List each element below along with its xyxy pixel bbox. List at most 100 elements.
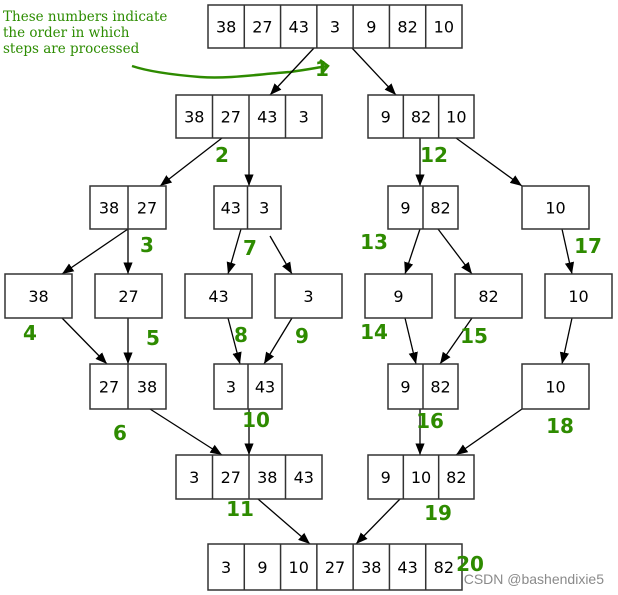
array-box-border (207, 543, 463, 591)
array-cell-value: 38 (184, 108, 204, 127)
array-cell-value: 9 (400, 378, 410, 397)
array-cell-value: 3 (299, 108, 309, 127)
array-box-border (207, 4, 463, 49)
array-cell-value: 27 (118, 287, 138, 306)
annotation-note: These numbers indicate the order in whic… (3, 9, 167, 57)
array-cell-value: 3 (259, 199, 269, 218)
array-box-n4: 43 3 (213, 185, 282, 230)
array-cell-value: 10 (545, 378, 565, 397)
array-box-border (367, 454, 475, 500)
array-box-border (544, 273, 613, 319)
array-cell-value: 43 (257, 108, 277, 127)
array-cell-value: 27 (137, 199, 157, 218)
arrow (439, 317, 473, 365)
arrow (61, 317, 108, 365)
array-box-n7: 38 (4, 273, 73, 319)
array-cell-value: 27 (99, 378, 119, 397)
array-cell-value: 10 (545, 199, 565, 218)
array-cell-value: 3 (226, 378, 236, 397)
arrow (404, 228, 421, 275)
array-cell-value: 9 (381, 468, 391, 487)
step-number-5: 5 (146, 326, 160, 350)
array-cell-value: 43 (255, 378, 275, 397)
array-box-n11: 9 (364, 273, 433, 319)
array-box-n10: 3 (274, 273, 343, 319)
step-number-9: 9 (295, 324, 309, 348)
step-number-8: 8 (234, 323, 248, 347)
array-box-n8: 27 (94, 273, 163, 319)
array-box-n15: 3 43 (213, 363, 283, 410)
array-box-n12: 82 (454, 273, 523, 319)
arrow (226, 228, 242, 275)
step-number-11: 11 (226, 497, 254, 521)
array-box-n14: 27 38 (89, 363, 167, 410)
arrow (351, 47, 397, 96)
step-number-17: 17 (574, 234, 602, 258)
step-number-15: 15 (460, 324, 488, 348)
array-box-border (184, 273, 253, 319)
array-cell-value: 3 (330, 18, 340, 37)
array-cell-value: 3 (303, 287, 313, 306)
step-number-19: 19 (424, 501, 452, 525)
array-cell-value: 9 (381, 108, 391, 127)
array-box-border (454, 273, 523, 319)
array-cell-value: 10 (411, 468, 431, 487)
array-cell-value: 38 (216, 18, 236, 37)
arrow (269, 235, 293, 275)
array-cell-value: 10 (289, 558, 309, 577)
array-cell-value: 27 (325, 558, 345, 577)
array-cell-value: 82 (478, 287, 498, 306)
watermark: CSDN @bashendixie5 (463, 571, 604, 587)
array-cell-value: 38 (28, 287, 48, 306)
array-cell-value: 43 (289, 18, 309, 37)
array-box-n13: 10 (544, 273, 613, 319)
arrow (149, 408, 223, 456)
array-box-n6: 10 (521, 185, 590, 230)
step-number-1: 1 (315, 57, 329, 81)
arrow (455, 408, 523, 456)
array-box-border (94, 273, 163, 319)
arrow (159, 137, 223, 187)
array-box-border (274, 273, 343, 319)
step-number-20: 20 (456, 552, 484, 576)
array-cell-value: 43 (397, 558, 417, 577)
step-number-14: 14 (360, 320, 388, 344)
array-cell-value: 38 (137, 378, 157, 397)
array-cell-value: 9 (393, 287, 403, 306)
array-cell-value: 27 (252, 18, 272, 37)
arrow (263, 317, 293, 365)
array-box-n9: 43 (184, 273, 253, 319)
arrow (61, 228, 129, 275)
arrow (227, 317, 242, 365)
array-cell-value: 3 (221, 558, 231, 577)
array-cell-value: 3 (189, 468, 199, 487)
arrow (455, 137, 523, 187)
annotation-line-2: the order in which (3, 25, 130, 41)
array-cell-value: 82 (434, 558, 454, 577)
array-box-border (364, 273, 433, 319)
arrow (561, 228, 575, 275)
array-box-border (521, 363, 590, 410)
array-box-border (4, 273, 73, 319)
step-number-18: 18 (546, 414, 574, 438)
array-cell-value: 82 (430, 199, 450, 218)
array-cell-value: 43 (221, 199, 241, 218)
arrow (437, 228, 473, 275)
annotation-line-3: steps are processed (3, 41, 140, 57)
array-cell-value: 82 (446, 468, 466, 487)
arrow (559, 317, 573, 365)
arrow (404, 317, 418, 365)
arrow (355, 498, 401, 545)
array-cell-value: 27 (221, 468, 241, 487)
step-number-7: 7 (243, 236, 257, 260)
array-box-n19: 9 10 82 (367, 454, 475, 500)
annotation-squiggle-arrow (131, 59, 330, 79)
step-number-3: 3 (140, 233, 154, 257)
